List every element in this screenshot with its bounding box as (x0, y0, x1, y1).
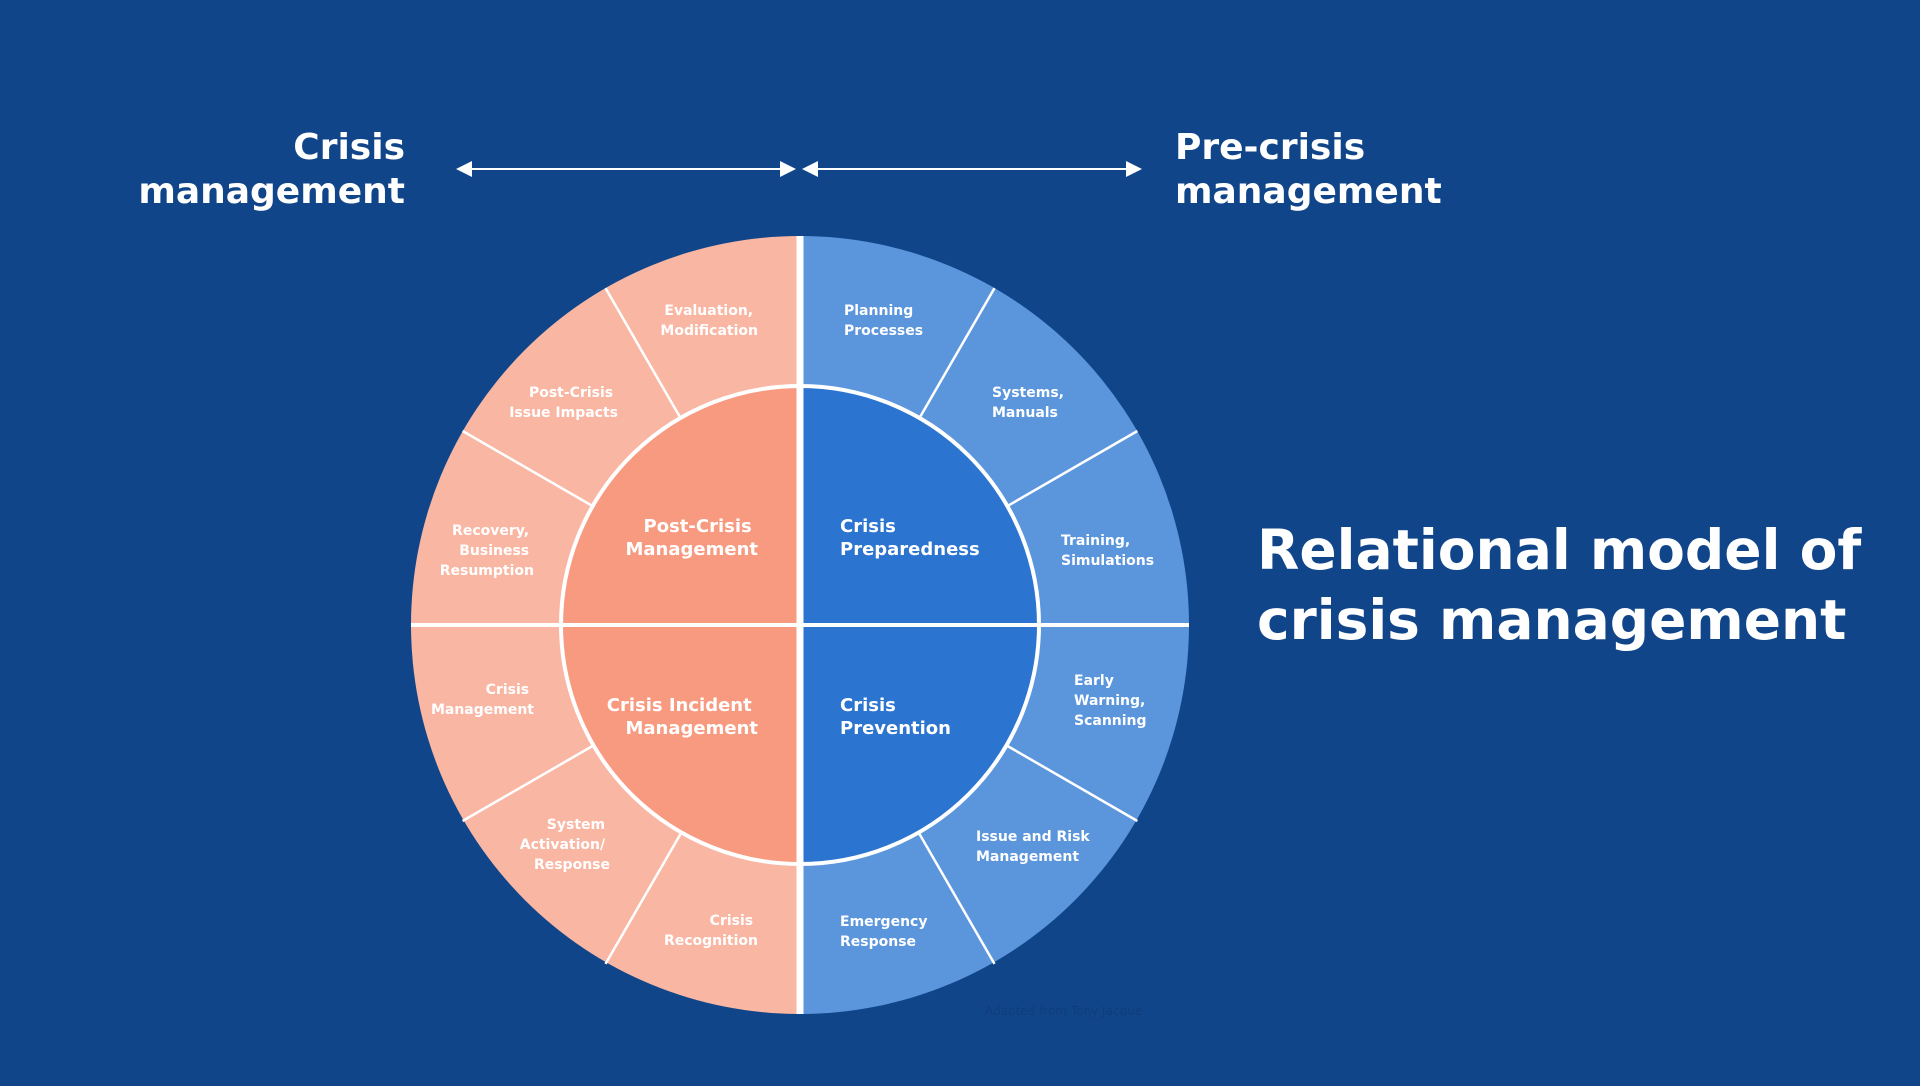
label-line: Crisis (486, 682, 529, 698)
pre-crisis-management-heading: Pre-crisis management (1175, 126, 1535, 214)
label-line: Early (1074, 673, 1114, 689)
label-line: Planning (844, 303, 913, 319)
label-line: Manuals (992, 405, 1058, 421)
label-line: Issue and Risk (976, 829, 1090, 845)
emergency-response-label: Emergency Response (840, 914, 932, 950)
pre-crisis-management-heading-line: Pre-crisis (1175, 127, 1366, 168)
label-line: Warning, (1074, 693, 1145, 709)
post-crisis-management-label: Post-Crisis Management (626, 516, 759, 560)
label-line: Simulations (1061, 553, 1154, 569)
training-simulations-label: Training, Simulations (1061, 533, 1154, 569)
label-line: Crisis (710, 913, 753, 929)
slide-title-line: Relational model of (1257, 518, 1862, 582)
slide-title-line: crisis management (1257, 588, 1847, 652)
label-line: Response (534, 857, 610, 873)
post-crisis-management-quadrant (561, 386, 800, 625)
evaluation-modification-label: Evaluation, Modification (660, 303, 758, 339)
label-line: Modification (660, 323, 758, 339)
label-line: Issue Impacts (509, 405, 618, 421)
crisis-management-span-arrow (456, 161, 796, 177)
label-line: Processes (844, 323, 923, 339)
label-line: Preparedness (840, 539, 980, 560)
label-line: Post-Crisis (529, 385, 613, 401)
label-line: Management (626, 718, 759, 739)
recovery-business-resumption-label: Recovery, Business Resumption (440, 523, 534, 579)
label-line: Evaluation, (664, 303, 753, 319)
label-line: Systems, (992, 385, 1064, 401)
label-line: Prevention (840, 718, 951, 739)
label-line: Crisis (840, 695, 896, 716)
label-line: Recognition (664, 933, 758, 949)
label-line: Recovery, (452, 523, 529, 539)
label-line: Crisis (840, 516, 896, 537)
crisis-prevention-label: Crisis Prevention (840, 695, 951, 739)
pre-crisis-management-span-arrow (802, 161, 1142, 177)
early-warning-scanning-label: Early Warning, Scanning (1074, 673, 1150, 729)
crisis-preparedness-label: Crisis Preparedness (840, 516, 980, 560)
crisis-prevention-quadrant (800, 625, 1039, 864)
label-line: Emergency (840, 914, 927, 930)
label-line: Management (431, 702, 534, 718)
crisis-incident-management-quadrant (561, 625, 800, 864)
slide-title: Relational model of crisis management (1257, 515, 1897, 655)
label-line: Management (626, 539, 759, 560)
systems-manuals-label: Systems, Manuals (992, 385, 1069, 421)
crisis-management-heading-line: management (138, 171, 405, 212)
pre-crisis-management-heading-line: management (1175, 171, 1442, 212)
segment-dividers (461, 287, 1139, 965)
label-line: Scanning (1074, 713, 1147, 729)
source-credit: Adapted from Tony Jacque (985, 1004, 1142, 1018)
crisis-incident-management-label: Crisis Incident Management (607, 695, 759, 739)
crisis-management-segment-label: Crisis Management (431, 682, 534, 718)
crisis-recognition-label: Crisis Recognition (664, 913, 758, 949)
label-line: Crisis Incident (607, 695, 752, 716)
label-line: Post-Crisis (644, 516, 752, 537)
system-activation-response-label: System Activation/ Response (520, 817, 610, 873)
label-line: Business (459, 543, 529, 559)
label-line: Activation/ (520, 837, 606, 853)
issue-and-risk-management-label: Issue and Risk Management (976, 829, 1095, 865)
crisis-management-heading-line: Crisis (293, 127, 405, 168)
crisis-preparedness-quadrant (800, 386, 1039, 625)
label-line: System (547, 817, 605, 833)
label-line: Training, (1061, 533, 1130, 549)
label-line: Response (840, 934, 916, 950)
label-line: Management (976, 849, 1079, 865)
planning-processes-label: Planning Processes (844, 303, 923, 339)
crisis-management-heading: Crisis management (100, 126, 405, 214)
label-line: Resumption (440, 563, 534, 579)
post-crisis-issue-impacts-label: Post-Crisis Issue Impacts (509, 385, 618, 421)
